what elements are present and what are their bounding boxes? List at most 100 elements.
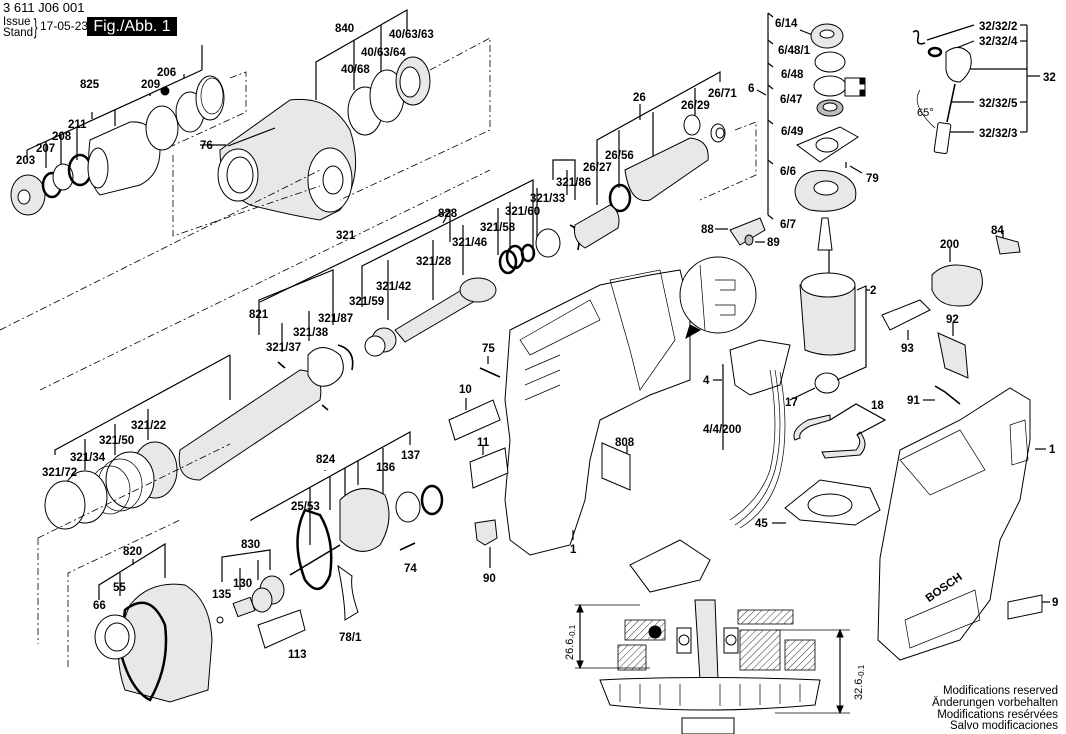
part-4-wires: [729, 369, 786, 529]
callout-4-4-200: 4/4/200: [703, 424, 741, 436]
callout-207: 207: [36, 143, 55, 155]
fan-section: [599, 677, 821, 711]
callout-203: 203: [16, 155, 35, 167]
notice-fr: Modifications resérvées: [937, 708, 1058, 721]
part-321-72-ring: [44, 480, 86, 530]
part-321-87-clip: [337, 344, 354, 371]
part-821-spindle: [178, 369, 322, 481]
callout-25-53: 25/53: [291, 501, 320, 513]
angle-label: 65°: [917, 107, 934, 119]
issue-label-de: Stand: [3, 27, 34, 39]
callout-321-38: 321/38: [293, 327, 329, 339]
callout-825: 825: [80, 79, 100, 91]
callout-26: 26: [633, 92, 646, 104]
callout-40-68: 40/68: [341, 64, 370, 76]
callout-6-47: 6/47: [780, 94, 802, 106]
callout-1-right: 1: [1049, 444, 1056, 456]
part-113-switch-mechanism: [257, 609, 306, 649]
notice-en: Modifications reserved: [942, 685, 1058, 697]
part-32-brush-cap: [945, 47, 972, 83]
callout-208: 208: [52, 131, 72, 143]
part-26-27-striker: [574, 204, 620, 249]
group-6-fan-assembly: 6 6/14 6/48/1 6/48 6/47 6/49 6/6 6/7 79: [748, 12, 879, 251]
part-4-switch: [729, 339, 791, 396]
callout-828: 828: [438, 208, 458, 220]
group-motor: 2 17 88 89: [701, 217, 876, 409]
callout-321-33: 321/33: [530, 193, 565, 205]
callout-74: 74: [404, 563, 417, 575]
callout-830: 830: [241, 539, 260, 551]
callout-6-49: 6/49: [781, 126, 803, 138]
part-321-38: [307, 347, 344, 387]
part-76-screw: [227, 127, 276, 147]
part-200-grip: [931, 264, 983, 307]
document-number: 3 611 J06 001: [3, 0, 85, 15]
callout-32-32-3: 32/32/3: [979, 128, 1017, 140]
part-92-cover: [937, 332, 969, 379]
callout-11: 11: [477, 437, 490, 449]
part-6-48-1: [814, 51, 846, 73]
group-housing-right: BOSCH 84 200 93 92 91 1 9: [877, 225, 1058, 661]
callout-321-37: 321/37: [266, 342, 301, 354]
callout-209: 209: [141, 79, 160, 91]
part-91-spring: [934, 385, 961, 405]
callout-1-left: 1: [570, 544, 577, 556]
callout-113: 113: [288, 649, 307, 661]
issue-date: 17-05-23: [40, 19, 89, 33]
callout-820: 820: [123, 546, 142, 558]
part-25-53-oring: [296, 508, 333, 590]
part-89-spring: [744, 234, 754, 246]
notice-de: Änderungen vorbehalten: [932, 696, 1058, 709]
part-18-ring-a: [793, 414, 831, 441]
callout-92: 92: [946, 314, 959, 326]
callout-17: 17: [785, 397, 798, 409]
issue-label-en: Issue: [3, 16, 31, 28]
callout-75: 75: [482, 343, 495, 355]
group-821-spindle: 821 321/87 321/38 321/37 321/22 321/50 3…: [37, 269, 354, 644]
callout-321-42: 321/42: [376, 281, 411, 293]
callout-40-63-64: 40/63/64: [361, 47, 406, 59]
part-321-37-pin: [277, 361, 286, 369]
part-1-housing-left: [504, 269, 691, 556]
callout-26-27: 26/27: [583, 162, 612, 174]
shaft-section: [694, 599, 719, 681]
callout-206: 206: [157, 67, 176, 79]
callout-321-86: 321/86: [556, 177, 591, 189]
group-housing-left: 75 10 11 808 90 1: [448, 256, 757, 585]
part-18-ring-b: [821, 431, 866, 459]
callout-6-14: 6/14: [775, 18, 798, 30]
part-26-piston: [624, 137, 709, 202]
group-820-gear-housing: 820 55 66: [67, 519, 213, 703]
brace-icon: }: [33, 14, 38, 39]
callout-321-46: 321/46: [452, 237, 487, 249]
group-825-chuck: 825 203 207 208 211 209 206: [10, 45, 247, 216]
callout-32: 32: [1043, 72, 1056, 84]
callout-808: 808: [615, 437, 635, 449]
part-75-screw: [479, 367, 501, 378]
part-808-label: [601, 442, 631, 491]
part-17-ring: [814, 372, 840, 394]
part-spring: [195, 75, 225, 121]
callout-321-59: 321/59: [349, 296, 384, 308]
callout-321-87: 321/87: [318, 313, 353, 325]
callout-6-48-1: 6/48/1: [778, 45, 811, 57]
part-74-screw: [399, 542, 416, 551]
callout-6-48: 6/48: [781, 69, 804, 81]
part-137-circlip: [420, 484, 444, 516]
part-824-bevel-gear: [339, 488, 390, 552]
callout-200: 200: [940, 239, 959, 251]
callout-26-71: 26/71: [708, 88, 737, 100]
callout-321-22: 321/22: [131, 420, 166, 432]
group-switch-wiring: 4 4/4/200: [629, 339, 791, 593]
callout-9: 9: [1052, 597, 1058, 609]
part-93-actuator: [881, 299, 931, 331]
part-4-4-200-electronics: [629, 539, 711, 593]
callout-130: 130: [233, 578, 252, 590]
group-32-carbon-brushes: 65° 32/32/2 32/32/4 32/32/5 32/32/3 32: [912, 21, 1056, 155]
group-26-piston: 26 26/27 26/56 26/29 26/71: [583, 70, 757, 213]
part-32-32-5-shunt: [946, 83, 956, 123]
part-206-ball: [160, 86, 170, 96]
callout-32-32-4: 32/32/4: [979, 36, 1018, 48]
part-32-32-2-spring: [912, 30, 926, 45]
group-321-hammer-mechanism: 321 828 321/28 321/46 321/58 321/60 321/…: [0, 159, 620, 391]
